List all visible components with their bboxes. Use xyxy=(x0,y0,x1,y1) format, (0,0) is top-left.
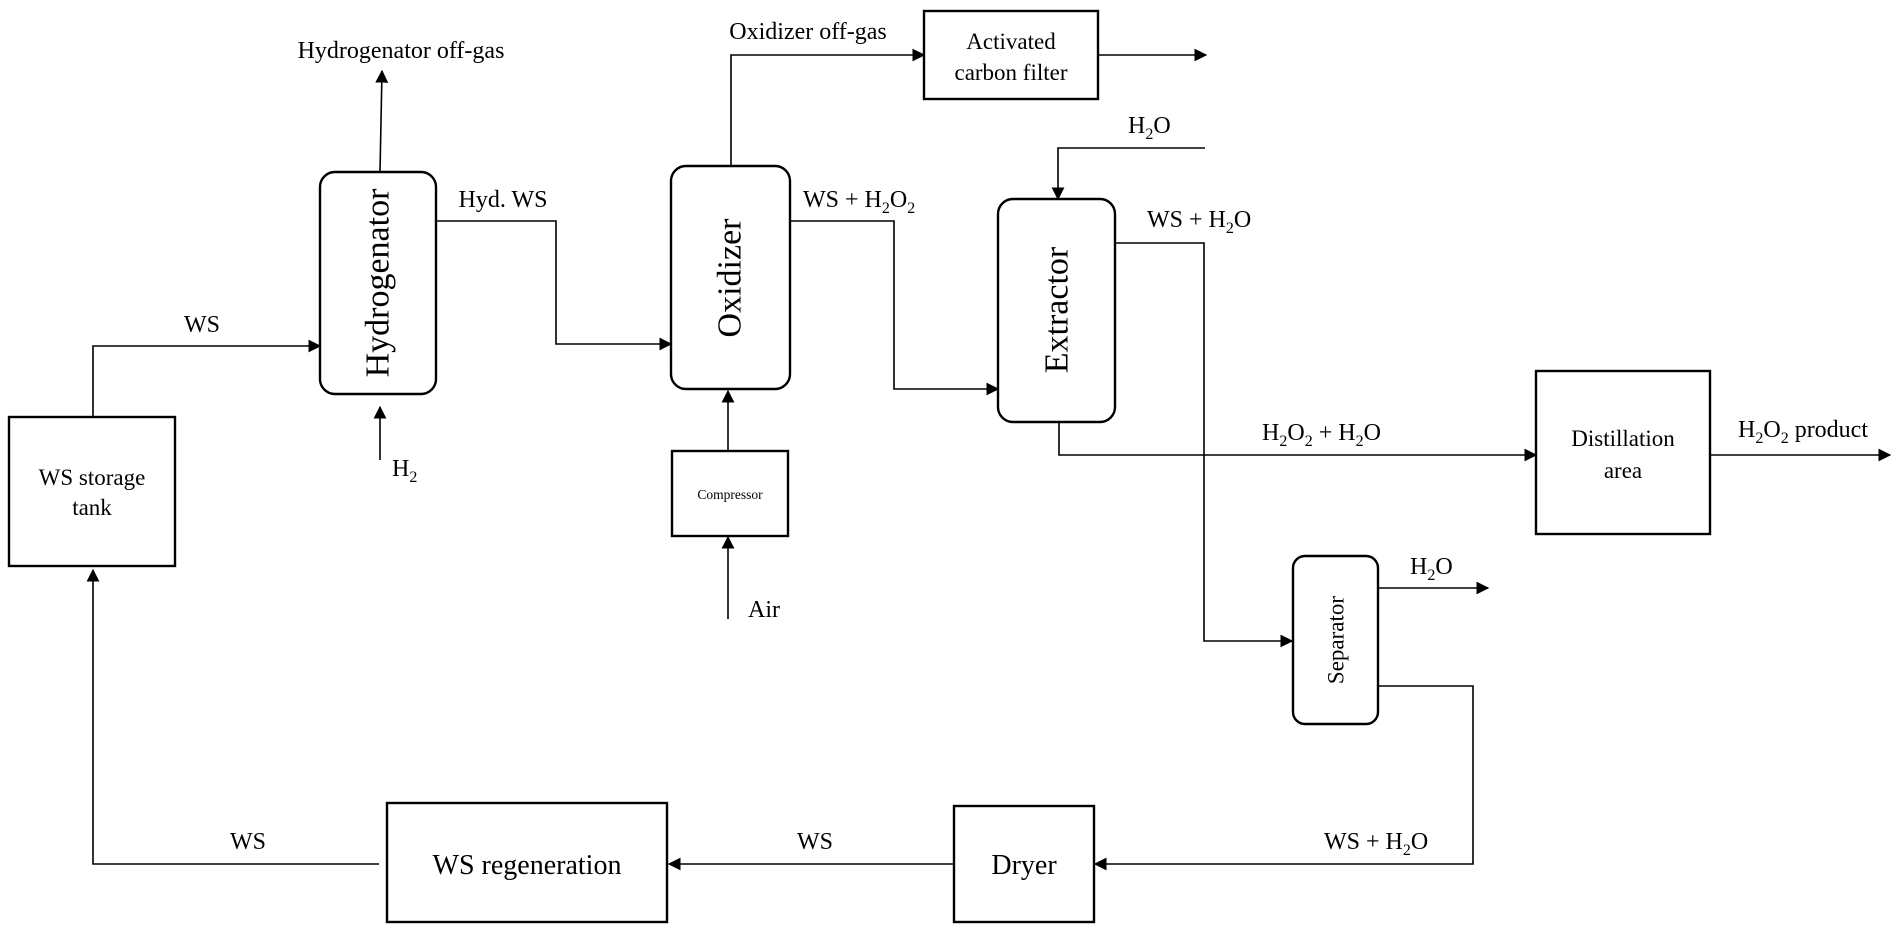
oxidizer-label: Oxidizer xyxy=(712,218,749,338)
label-separator-water: H2O xyxy=(1410,554,1453,584)
label-ws-h2o2: WS + H2O2 xyxy=(803,187,915,217)
label-water-to-extractor: H2O xyxy=(1128,113,1171,143)
line-hyd-ws xyxy=(437,220,673,351)
label-h2-feed: H2 xyxy=(392,456,417,486)
line-h2o2-h2o xyxy=(1058,422,1538,462)
dryer-label: Dryer xyxy=(991,850,1057,881)
label-ws-to-hydrogenator: WS xyxy=(184,312,220,338)
storage-tank-box xyxy=(7,415,177,568)
label-ws-dryer-to-regen: WS xyxy=(797,829,833,855)
line-hydrogenator-offgas xyxy=(375,69,389,173)
regeneration-box xyxy=(385,801,669,924)
distillation-label-line2: area xyxy=(1604,458,1642,483)
line-ws-h2o-to-dryer xyxy=(1093,685,1474,871)
carbon-filter-box xyxy=(922,9,1100,101)
line-water-to-extractor xyxy=(1051,147,1205,201)
compressor-label: Compressor xyxy=(697,487,763,502)
label-hydrogenator-offgas: Hydrogenator off-gas xyxy=(298,38,505,64)
line-ws-h2o-to-separator xyxy=(1115,242,1294,648)
extractor-label: Extractor xyxy=(1039,246,1076,373)
separator-label: Separator xyxy=(1324,596,1349,684)
regeneration-label: WS regeneration xyxy=(433,850,622,881)
line-ws-regen-to-tank xyxy=(86,568,379,865)
label-air: Air xyxy=(748,597,780,623)
extractor-box xyxy=(996,197,1117,424)
distillation-box xyxy=(1534,369,1712,536)
label-h2o2-product: H2O2 product xyxy=(1738,417,1868,447)
line-oxidizer-offgas xyxy=(730,48,926,166)
line-ws-tank-to-hydrogenator xyxy=(92,339,322,417)
storage-tank-label-line1: WS storage xyxy=(39,465,146,490)
hydrogenator-label: Hydrogenator xyxy=(360,188,397,378)
carbon-filter-label-line2: carbon filter xyxy=(954,60,1067,85)
label-ws-regen-to-tank: WS xyxy=(230,829,266,855)
label-hyd-ws: Hyd. WS xyxy=(459,187,548,213)
line-ws-h2o2 xyxy=(790,220,1000,396)
label-h2o2-h2o: H2O2 + H2O xyxy=(1262,420,1381,450)
label-ws-h2o-to-dryer: WS + H2O xyxy=(1324,829,1428,859)
distillation-label-line1: Distillation xyxy=(1571,426,1675,451)
separator-box xyxy=(1291,554,1380,726)
compressor-box xyxy=(670,449,790,538)
dryer-box xyxy=(952,804,1096,924)
label-oxidizer-offgas: Oxidizer off-gas xyxy=(729,19,887,45)
storage-tank-label-line2: tank xyxy=(72,495,112,520)
oxidizer-box xyxy=(669,164,792,391)
label-ws-h2o-from-extractor: WS + H2O xyxy=(1147,207,1251,237)
hydrogenator-box xyxy=(318,170,438,396)
carbon-filter-label-line1: Activated xyxy=(966,29,1056,54)
